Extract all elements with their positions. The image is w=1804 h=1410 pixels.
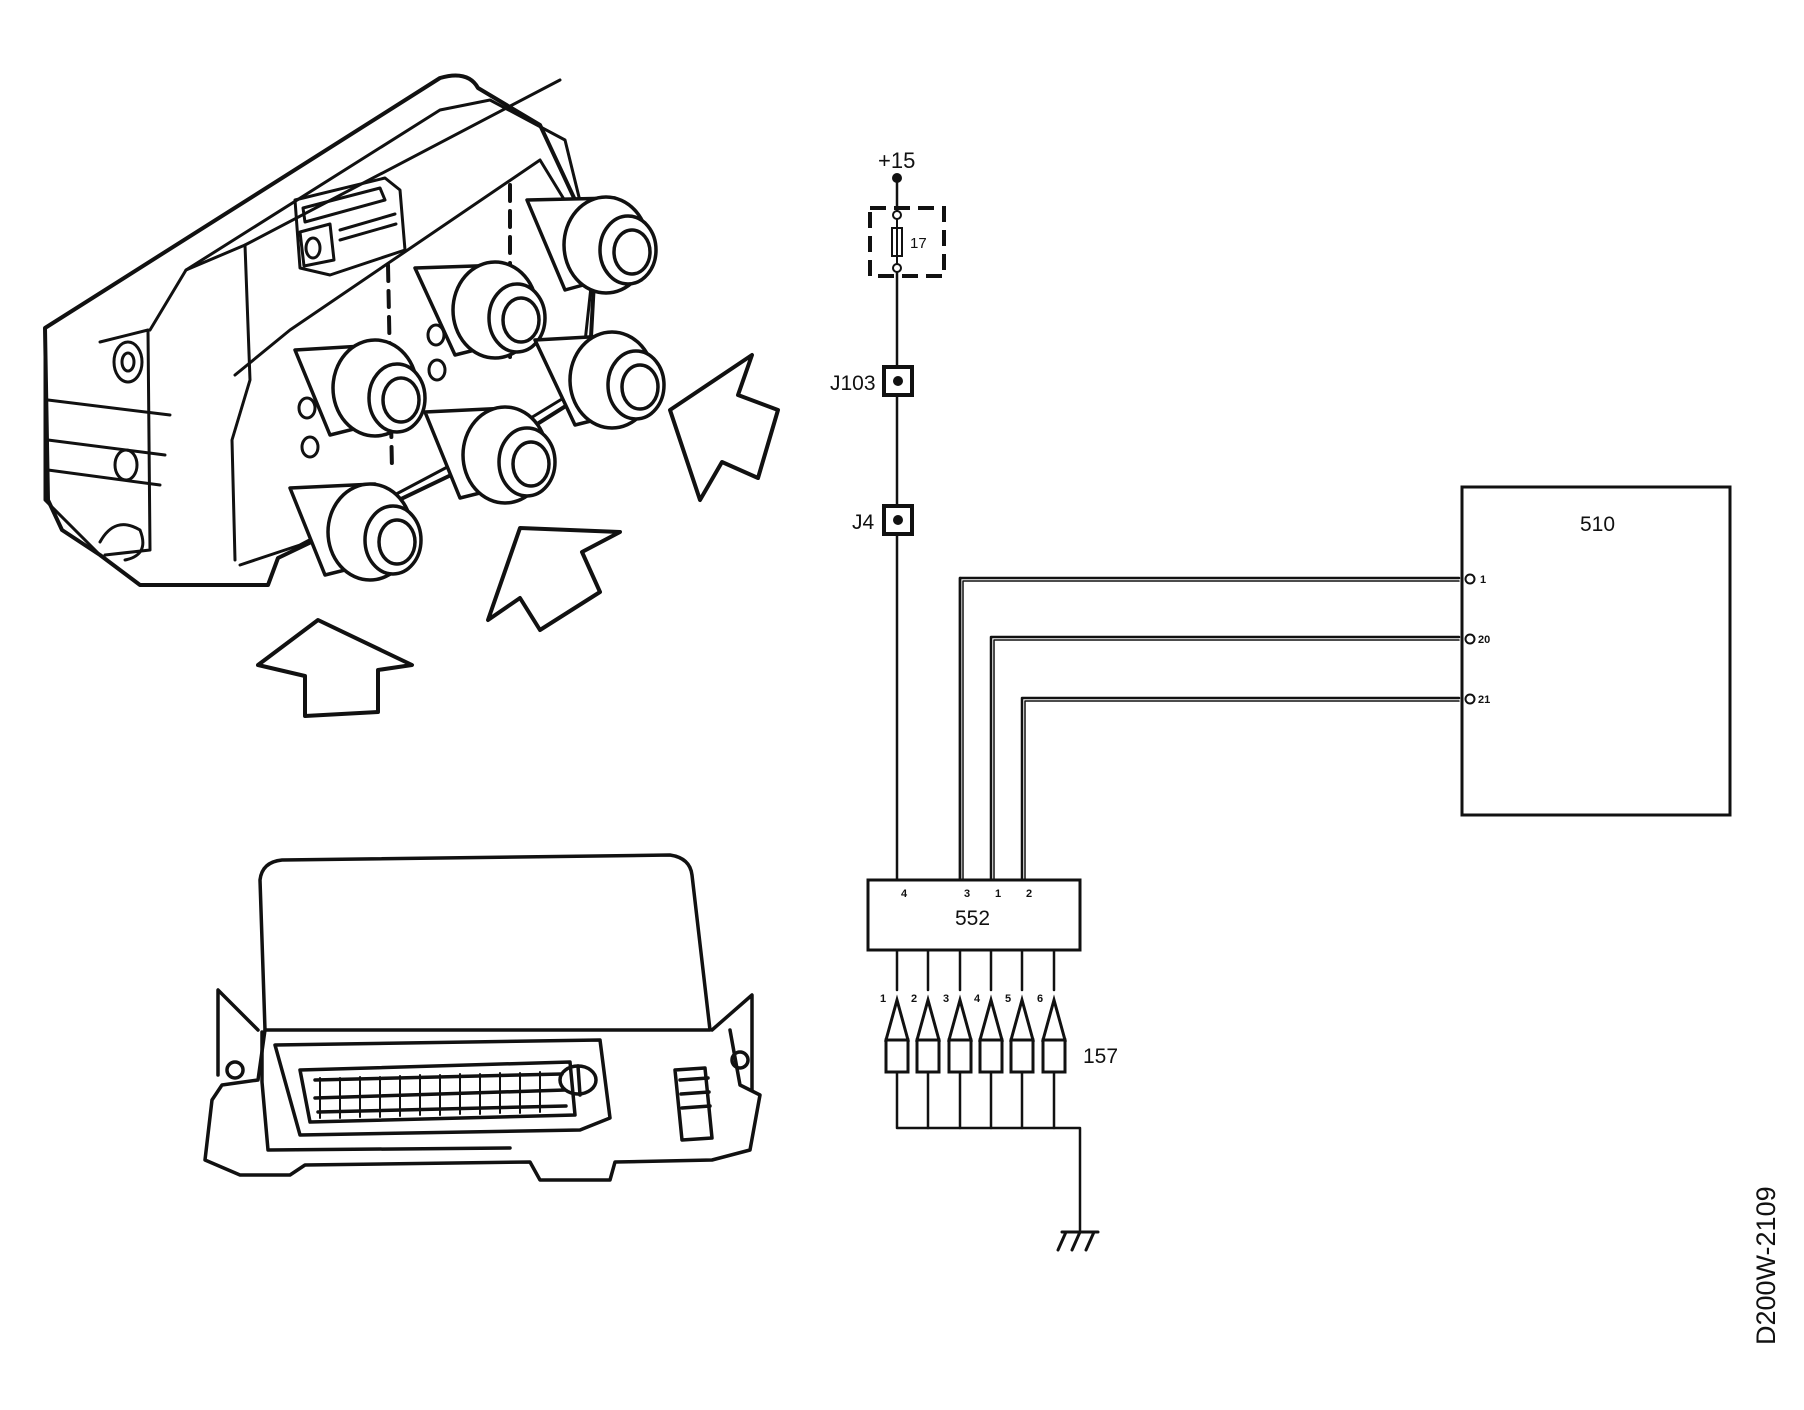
connector-label: 157 [1083, 1045, 1118, 1068]
coil-pin-4: 4 [901, 888, 908, 900]
j103-label: J103 [830, 372, 876, 395]
fuse-label: 17 [910, 235, 927, 252]
drawing-code: D200W-2109 [1751, 1186, 1781, 1345]
coil-pin-1: 1 [995, 888, 1001, 900]
supply-terminal [892, 173, 902, 183]
direction-arrows [256, 353, 780, 718]
coil-box-552: 552 4 3 1 2 [866, 878, 1082, 952]
schematic-wires [895, 176, 1461, 1232]
connector-157 [884, 994, 1067, 1074]
coil-box-label: 552 [955, 907, 990, 930]
arrow-up-right-icon [486, 526, 622, 632]
connector-pin-4: 4 [974, 993, 981, 1005]
ignition-coil-illustration [43, 73, 666, 587]
connector-pin-3: 3 [943, 993, 949, 1005]
ecu-pin-21: 21 [1478, 694, 1490, 706]
ecu-box-label: 510 [1580, 513, 1615, 536]
connector-pin-1: 1 [880, 993, 886, 1005]
ecu-illustration [203, 853, 762, 1182]
supply-label: +15 [878, 148, 915, 173]
splice-j103: J103 [830, 365, 914, 397]
splice-j4: J4 [852, 504, 914, 536]
ecu-pin-1: 1 [1480, 574, 1486, 586]
connector-pin-5: 5 [1005, 993, 1011, 1005]
connector-pin-numbers: 1 2 3 4 5 6 [880, 993, 1043, 1005]
ecu-box-510: 510 1 20 21 [1460, 485, 1732, 817]
ground-icon [1056, 1230, 1100, 1252]
j4-label: J4 [852, 511, 875, 534]
coil-pin-2: 2 [1026, 888, 1032, 900]
arrow-up-left-icon [668, 353, 780, 502]
fuse-17: 17 [868, 206, 946, 278]
coil-pin-3: 3 [964, 888, 970, 900]
arrow-up-icon [256, 618, 414, 718]
connector-pin-2: 2 [911, 993, 917, 1005]
ecu-pin-20: 20 [1478, 634, 1490, 646]
connector-pin-6: 6 [1037, 993, 1043, 1005]
